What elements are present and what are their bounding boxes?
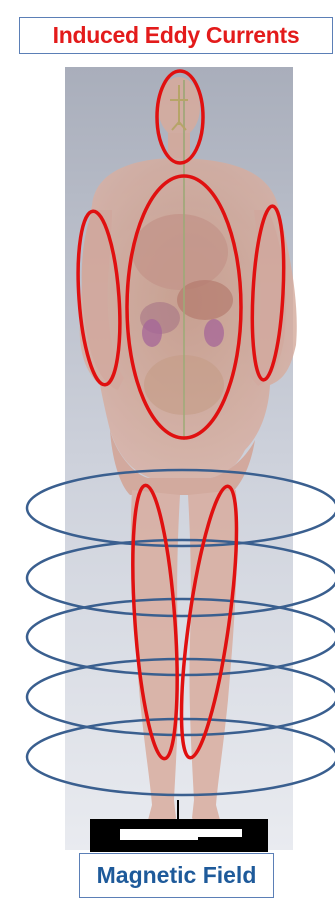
body-neck <box>168 133 190 161</box>
organ-kidney-right <box>204 319 224 347</box>
eddy-currents-label-box: Induced Eddy Currents <box>19 17 333 54</box>
organ-lungs <box>132 214 228 290</box>
coil-slot-right <box>198 829 242 837</box>
magnetic-field-label-box: Magnetic Field <box>79 853 274 898</box>
eddy-currents-label: Induced Eddy Currents <box>53 22 300 49</box>
coil-slot <box>120 829 198 840</box>
organ-liver <box>177 280 233 320</box>
organ-kidney-left <box>142 319 162 347</box>
magnetic-field-label: Magnetic Field <box>97 862 257 889</box>
